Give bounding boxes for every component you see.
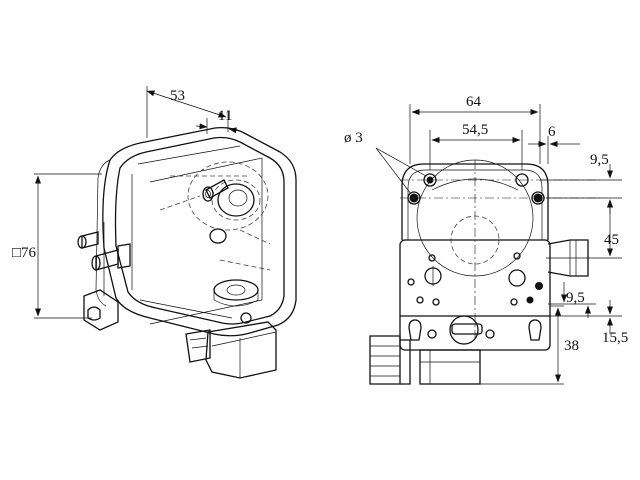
dim-9-5-lower: 9,5	[566, 290, 585, 306]
dim-76: □76	[12, 245, 37, 261]
dim-64: 64	[466, 94, 482, 110]
housing-rim	[114, 136, 285, 325]
dim-45: 45	[604, 232, 619, 248]
cable-gland	[205, 321, 277, 379]
dim-dia-3: ø 3	[344, 130, 363, 146]
keyhole-right	[528, 319, 542, 341]
side-nozzle-upper	[81, 231, 99, 249]
mounting-bracket	[83, 289, 119, 331]
dim-54-5: 54,5	[462, 122, 488, 138]
cable-gland-front	[369, 335, 401, 385]
dim-9-5-top: 9,5	[590, 152, 609, 168]
dim-15-5: 15,5	[602, 330, 628, 346]
housing-inner	[131, 145, 241, 319]
keyhole-left	[408, 319, 422, 341]
cover-face	[149, 157, 263, 325]
top-nozzle	[205, 179, 229, 199]
dim-53: 53	[170, 88, 185, 104]
front-view: 64 54,5 6 ø 3 9,5 45 9,5 15,5	[344, 94, 628, 385]
dim-11: 11	[218, 108, 232, 124]
dim-6: 6	[548, 124, 556, 140]
dim-38: 38	[564, 338, 579, 354]
housing-outline	[102, 126, 297, 337]
isometric-view: 53 11 □76	[12, 86, 297, 379]
